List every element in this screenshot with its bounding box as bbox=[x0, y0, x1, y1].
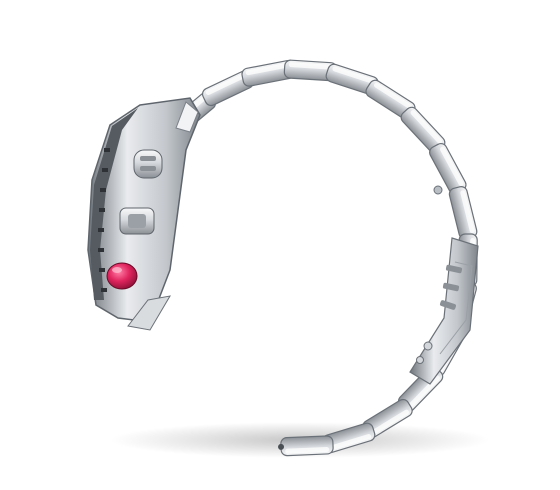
bracelet-link bbox=[201, 70, 255, 107]
red-crown bbox=[106, 262, 138, 290]
bracelet-link bbox=[278, 435, 334, 457]
bezel-teeth bbox=[98, 148, 110, 292]
crown-guard bbox=[119, 207, 155, 235]
upper-pusher bbox=[133, 149, 163, 179]
clasp bbox=[409, 185, 479, 385]
watch-case bbox=[87, 97, 201, 331]
